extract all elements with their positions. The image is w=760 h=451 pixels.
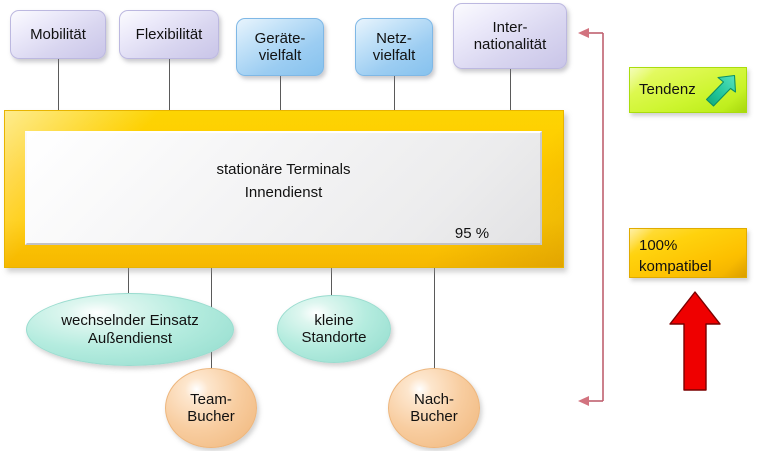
segment-label: Team- Bucher [187, 390, 235, 425]
tendenz-label: Tendenz [639, 81, 696, 98]
main-terminal-box[interactable]: stationäre Terminals Innendienst 95 % [4, 110, 564, 268]
factor-box-geraetevielfalt[interactable]: Geräte- vielfalt [236, 18, 324, 76]
connector-line [280, 75, 281, 111]
connector-line [169, 58, 170, 111]
segment-team-bucher[interactable]: Team- Bucher [165, 368, 257, 448]
connector-line [510, 68, 511, 111]
main-terminal-label: stationäre Terminals Innendienst [216, 161, 351, 201]
factor-box-flexibilitaet[interactable]: Flexibilität [119, 10, 219, 59]
factor-box-label: Inter- nationalität [473, 18, 547, 53]
factor-box-label: Flexibilität [135, 25, 203, 43]
factor-box-label: Geräte- vielfalt [254, 29, 306, 64]
factor-box-mobilitaet[interactable]: Mobilität [10, 10, 106, 59]
connector-line [128, 267, 129, 302]
segment-nach-bucher[interactable]: Nach- Bucher [388, 368, 480, 448]
connector-line [58, 58, 59, 111]
tendenz-box[interactable]: Tendenz [629, 67, 747, 113]
arrow-up-icon [669, 291, 721, 391]
kompatibel-label: 100% kompatibel [639, 237, 712, 276]
scope-bracket [578, 28, 604, 406]
connector-line [434, 267, 435, 370]
factor-box-label: Mobilität [30, 25, 86, 43]
connector-line [394, 75, 395, 111]
segment-label: Nach- Bucher [410, 390, 458, 425]
arrow-left-icon [578, 396, 589, 406]
segment-label: kleine Standorte [301, 311, 367, 346]
segment-label: wechselnder Einsatz Außendienst [61, 312, 199, 347]
factor-box-internationalitaet[interactable]: Inter- nationalität [453, 3, 567, 69]
main-terminal-inner-panel: stationäre Terminals Innendienst 95 % [25, 131, 542, 245]
connector-line [331, 267, 332, 302]
arrow-left-icon [578, 28, 589, 38]
segment-kleine-standorte[interactable]: kleine Standorte [277, 295, 391, 363]
kompatibel-box[interactable]: 100% kompatibel [629, 228, 747, 278]
main-terminal-percent: 95 % [454, 225, 490, 242]
segment-wechselnder-einsatz[interactable]: wechselnder Einsatz Außendienst [26, 293, 234, 366]
factor-box-label: Netz- vielfalt [372, 29, 416, 64]
arrow-up-right-icon [705, 74, 737, 107]
factor-box-netzvielfalt[interactable]: Netz- vielfalt [355, 18, 433, 76]
